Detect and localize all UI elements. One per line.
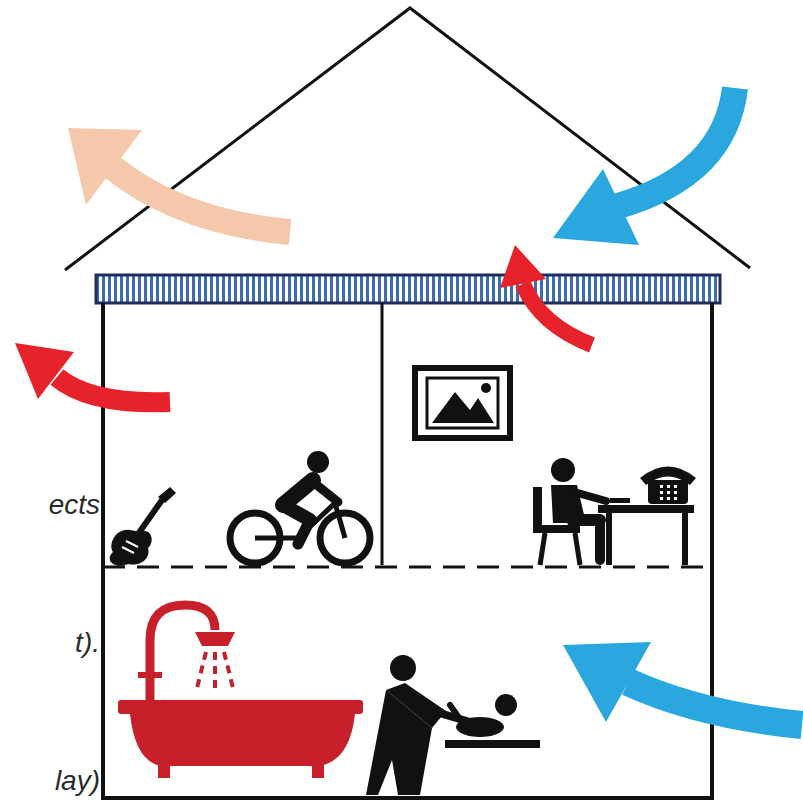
- worker-head: [551, 458, 575, 482]
- guitar-pickup: [122, 547, 134, 553]
- faucet-handle: [138, 672, 162, 678]
- worker-arm: [574, 492, 606, 501]
- parent-legs: [366, 690, 432, 795]
- heat-arrow: [523, 284, 592, 345]
- chair-seat: [533, 525, 580, 533]
- guitar-head: [158, 487, 176, 503]
- rider-head: [307, 451, 329, 473]
- phone-key: [660, 491, 663, 494]
- arrow-head: [68, 128, 142, 205]
- water-line: [196, 652, 206, 692]
- parent-head: [390, 655, 416, 681]
- desk-leg: [682, 513, 688, 565]
- phone-key: [667, 497, 670, 500]
- cold-air-arrow: [628, 682, 802, 725]
- phone-key: [674, 497, 677, 500]
- baby-leg: [450, 705, 462, 722]
- phone-key: [660, 485, 663, 488]
- phone-key: [674, 491, 677, 494]
- shower-water: [196, 652, 234, 692]
- room-divider: [381, 303, 384, 565]
- chair-leg: [540, 533, 545, 565]
- changing-table: [445, 740, 540, 748]
- picture-frame: [415, 368, 510, 438]
- desk-paper: [610, 498, 630, 503]
- guitar-body: [110, 530, 152, 566]
- water-line: [213, 652, 217, 692]
- worker-leg: [595, 520, 605, 560]
- water-line: [224, 652, 234, 692]
- cold-air-arrow: [618, 88, 735, 206]
- desk-top: [598, 505, 694, 513]
- rider-leg: [298, 520, 310, 544]
- arrow-head: [553, 169, 639, 245]
- baby-head: [495, 694, 517, 716]
- shower-pipe: [150, 605, 215, 700]
- rider-arm: [313, 482, 338, 502]
- bathtub-body: [130, 714, 355, 766]
- chair-leg: [575, 533, 580, 565]
- phone-base: [648, 480, 688, 504]
- arrow-head: [15, 343, 74, 399]
- desk-leg: [606, 513, 612, 565]
- side-note: ects: [49, 490, 100, 521]
- guitar-pickup: [126, 541, 138, 547]
- phone-key: [674, 485, 677, 488]
- arrow-head: [500, 245, 546, 288]
- insulation-layer: [96, 275, 720, 303]
- picture-mountains: [432, 392, 494, 423]
- guitar-neck: [136, 500, 162, 537]
- bathtub-leg: [158, 764, 170, 778]
- phone-key: [660, 497, 663, 500]
- side-note: lay): [55, 766, 100, 797]
- phone-key: [667, 491, 670, 494]
- picture-inner: [427, 378, 498, 428]
- floor-line: [103, 566, 712, 569]
- heat-arrow: [57, 377, 170, 402]
- house-walls: [103, 303, 712, 798]
- arrow-head: [563, 642, 651, 722]
- side-note: t).: [75, 628, 100, 659]
- picture-sun: [481, 383, 491, 393]
- bathtub-rim: [118, 700, 363, 714]
- shower-head: [195, 632, 235, 646]
- phone-key: [667, 485, 670, 488]
- heat-loss-arrow: [112, 167, 290, 232]
- bathtub-leg: [312, 764, 324, 778]
- roof-outline: [65, 8, 750, 270]
- phone-keypad: [660, 485, 677, 500]
